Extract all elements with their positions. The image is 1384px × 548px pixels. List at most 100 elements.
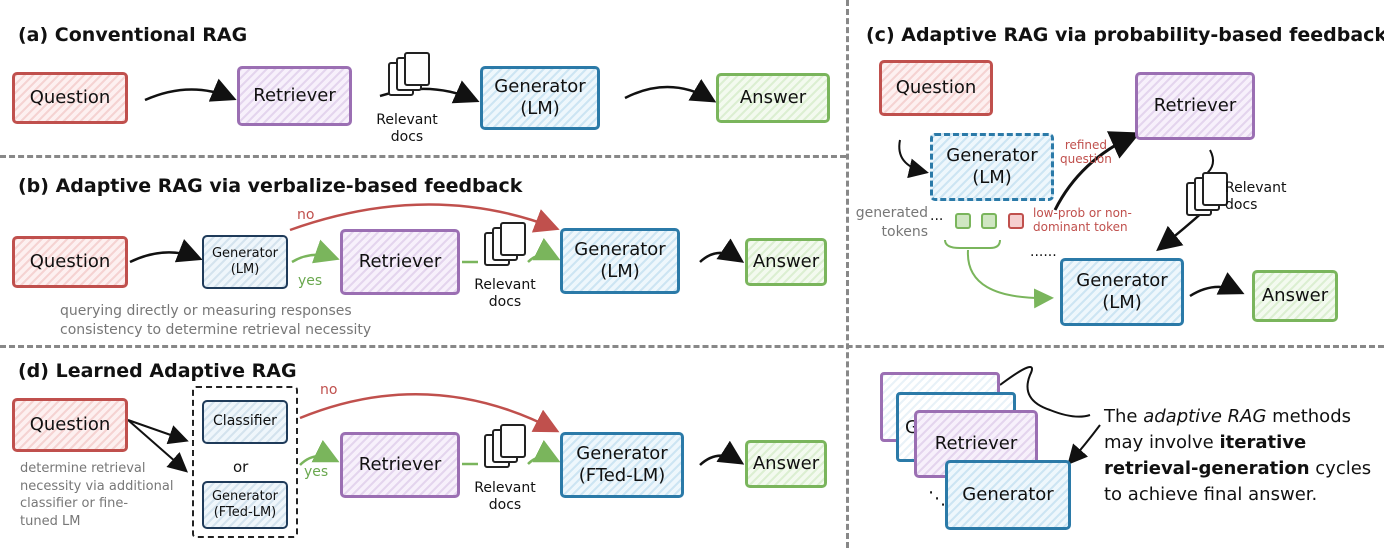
arrow-d-no <box>299 392 560 433</box>
panel-a-title: (a) Conventional RAG <box>18 24 248 46</box>
caption-e-3a: retrieval-generation <box>1104 458 1310 480</box>
note-d-line4: tuned LM <box>20 513 81 529</box>
arrow-b-docs-generator <box>527 237 561 263</box>
divider-a-b <box>0 155 846 158</box>
answer-box-b: Answer <box>745 238 827 286</box>
caption-e-line3: retrieval-generation cycles <box>1104 456 1371 482</box>
generator-box-b: Generator (LM) <box>560 228 680 294</box>
arrow-d-question-classifier <box>127 419 189 445</box>
lowprob-line2: dominant token <box>1033 220 1128 235</box>
classifier-box: Classifier <box>202 400 288 444</box>
generator-a-line2: (LM) <box>520 98 560 119</box>
caption-e-1c: methods <box>1266 406 1352 427</box>
retriever-label-e: Retriever <box>934 432 1018 454</box>
panel-c-title: (c) Adaptive RAG via probability-based f… <box>866 24 1384 46</box>
arrow-c-gen-retriever <box>1053 131 1141 211</box>
retriever-box-a: Retriever <box>237 66 352 126</box>
refined-line1: refined <box>1064 138 1108 152</box>
generator-box-d: Generator (FTed-LM) <box>560 432 684 498</box>
arrow-c-tokens-gen <box>966 249 1054 309</box>
question-box-b: Question <box>12 236 128 288</box>
answer-box-c: Answer <box>1252 270 1338 322</box>
token-green-2 <box>981 213 997 229</box>
token-red <box>1008 213 1024 229</box>
answer-label-c: Answer <box>1261 284 1329 306</box>
gen-top-c-line2: (LM) <box>972 167 1012 188</box>
lowprob-line1: low-prob or non- <box>1033 206 1132 220</box>
generator-b-line2: (LM) <box>600 261 640 282</box>
generator-d-line2: (FTed-LM) <box>578 465 666 486</box>
generator-small-b: Generator (LM) <box>202 235 288 289</box>
arrow-d-generator-answer <box>699 440 745 466</box>
refined-line2: question <box>1060 152 1112 167</box>
note-b: querying directly or measuring responses… <box>60 302 371 340</box>
arrow-a-generator-answer <box>624 79 717 103</box>
retriever-box-c: Retriever <box>1135 72 1255 140</box>
generator-bottom-c: Generator (LM) <box>1060 258 1184 326</box>
retriever-box-b: Retriever <box>340 229 460 295</box>
relevant-docs-d-line1: Relevant <box>474 480 536 496</box>
generator-d-line1: Generator <box>576 442 668 464</box>
answer-label-b: Answer <box>752 250 820 272</box>
note-b-line2: consistency to determine retrieval neces… <box>60 321 372 338</box>
relevant-docs-d-line2: docs <box>488 496 522 513</box>
arrow-b-no <box>289 203 560 233</box>
relevant-docs-a: Relevant docs <box>372 112 442 146</box>
relevant-docs-a-line2: docs <box>390 128 424 145</box>
gen-top-c-line1: Generator <box>946 144 1038 166</box>
no-label-d: no <box>320 382 338 398</box>
loop-stack-return <box>1067 424 1101 465</box>
caption-e: The adaptive RAG methods may involve ite… <box>1104 404 1371 508</box>
relevant-docs-a-line1: Relevant <box>376 112 438 128</box>
generator-a-line1: Generator <box>494 75 586 97</box>
caption-e-3b: cycles <box>1309 458 1372 480</box>
generator-box-a: Generator (LM) <box>480 66 600 130</box>
gen-small-d-line1: Generator <box>211 488 278 504</box>
caption-e-1a: The <box>1104 406 1144 427</box>
gen-small-b-line1: Generator <box>211 245 278 261</box>
gen-small-b-line2: (LM) <box>230 262 260 277</box>
retriever-label-a: Retriever <box>253 84 336 106</box>
answer-label-d: Answer <box>752 452 820 474</box>
note-d-line2: necessity via additional <box>20 478 174 494</box>
loop-stack-top <box>999 366 1091 418</box>
caption-e-line2: may involve iterative <box>1104 430 1371 456</box>
ellipsis-long: ...... <box>1030 244 1057 260</box>
note-d: determine retrieval necessity via additi… <box>20 460 173 530</box>
vertical-divider <box>846 0 849 548</box>
dots-e: ⋱ <box>928 488 946 509</box>
panel-b-title: (b) Adaptive RAG via verbalize-based fee… <box>18 175 523 197</box>
generated-tokens-label: generated tokens <box>852 204 928 242</box>
arrow-c-question-gen <box>898 139 929 179</box>
question-box-a: Question <box>12 72 128 124</box>
note-b-line1: querying directly or measuring responses <box>60 303 352 319</box>
relevant-docs-b-line1: Relevant <box>474 277 536 293</box>
caption-e-line4: to achieve final answer. <box>1104 484 1318 506</box>
arrow-b-question-gen <box>129 239 203 264</box>
question-label-c: Question <box>895 76 977 98</box>
question-label-a: Question <box>29 86 111 108</box>
answer-box-a: Answer <box>716 73 830 123</box>
relevant-docs-c-line1: Relevant <box>1225 180 1287 196</box>
or-label: or <box>233 458 249 476</box>
retriever-label-c: Retriever <box>1153 94 1237 116</box>
generator-top-c: Generator (LM) <box>930 133 1054 201</box>
arrow-d-docs-generator <box>527 439 561 465</box>
arrow-b-generator-answer <box>699 238 745 263</box>
caption-e-2b: iterative <box>1219 432 1307 454</box>
gen-small-d-line2: (FTed-LM) <box>213 505 277 520</box>
question-label-d: Question <box>29 413 111 435</box>
note-d-line3: classifier or fine- <box>20 496 129 512</box>
answer-label-a: Answer <box>739 86 807 108</box>
generated-line2: tokens <box>881 223 928 240</box>
yes-label-b: yes <box>298 273 323 289</box>
retriever-box-d: Retriever <box>340 432 460 498</box>
note-d-line1: determine retrieval <box>20 461 146 476</box>
token-green-1 <box>955 213 971 229</box>
yes-label-d: yes <box>304 464 329 480</box>
ellipsis-tokens: ... <box>930 208 944 224</box>
bracket-generated-tokens <box>944 239 1001 249</box>
no-label-b: no <box>297 207 315 223</box>
relevant-docs-d: Relevant docs <box>470 480 540 514</box>
generated-line1: generated <box>855 205 928 221</box>
